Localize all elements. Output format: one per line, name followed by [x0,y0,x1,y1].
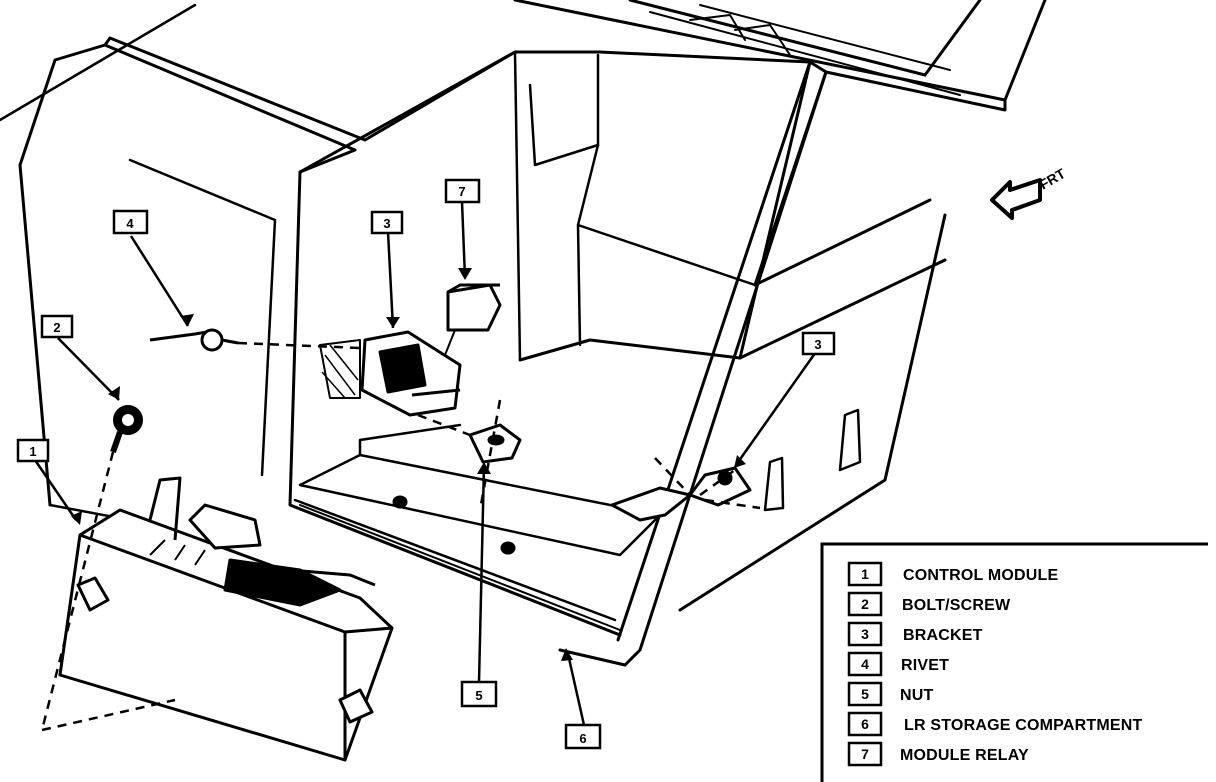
module-relay-illustration [444,283,502,356]
legend-item-rivet: 4 RIVET [847,651,949,677]
callout-3-upper-number: 3 [383,216,390,231]
legend-label: CONTROL MODULE [903,567,1059,584]
callout-7-number: 7 [458,184,465,199]
front-direction-arrow-icon: FRT [990,165,1069,220]
callout-7: 7 [444,178,481,204]
callout-3-right-number: 3 [814,337,821,352]
legend-number: 5 [861,686,869,702]
legend-item-bracket: 3 BRACKET [847,621,983,647]
legend-item-control-module: 1 CONTROL MODULE [847,561,1059,587]
legend-number: 2 [861,596,869,612]
callout-5: 5 [460,680,498,708]
legend-number: 3 [861,626,869,642]
callout-leader-lines [33,201,820,726]
legend-item-bolt-screw: 2 BOLT/SCREW [847,591,1011,617]
callout-4-number: 4 [126,216,134,231]
callout-6: 6 [564,723,602,750]
callout-leader-arrowheads [71,268,746,661]
alignment-dashed-lines [40,341,761,732]
legend-label: MODULE RELAY [900,747,1029,764]
bracket-illustration [319,330,462,417]
nut-illustration [468,423,522,464]
legend-item-lr-storage-compartment: 6 LR STORAGE COMPARTMENT [847,711,1142,737]
right-bracket-illustration [610,466,752,522]
legend-label: BOLT/SCREW [902,597,1011,614]
callout-3-bracket-right: 3 [801,331,836,356]
legend-label: LR STORAGE COMPARTMENT [904,717,1142,734]
frt-label: FRT [1037,165,1069,193]
legend-label: NUT [900,687,934,704]
callout-3-bracket-upper: 3 [370,210,404,235]
callout-4: 4 [112,209,149,235]
legend-item-module-relay: 7 MODULE RELAY [847,741,1029,767]
legend-number: 6 [861,716,869,732]
legend-label: BRACKET [903,627,983,644]
legend-number: 4 [861,656,869,672]
callout-6-number: 6 [579,731,586,746]
callout-1-number: 1 [29,444,36,459]
legend-number: 1 [861,566,869,582]
callout-2-number: 2 [53,320,60,335]
callout-5-number: 5 [475,688,482,703]
parts-legend: 1 CONTROL MODULE 2 BOLT/SCREW 3 BRACKET … [820,542,1208,782]
bolt-screw-illustration [110,405,143,453]
legend-label: RIVET [901,657,949,674]
callout-2: 2 [40,314,74,339]
legend-number: 7 [861,746,869,762]
callout-1: 1 [16,438,50,463]
control-module-illustration [58,476,394,762]
rivet-illustration [149,328,239,352]
legend-item-nut: 5 NUT [847,681,934,707]
